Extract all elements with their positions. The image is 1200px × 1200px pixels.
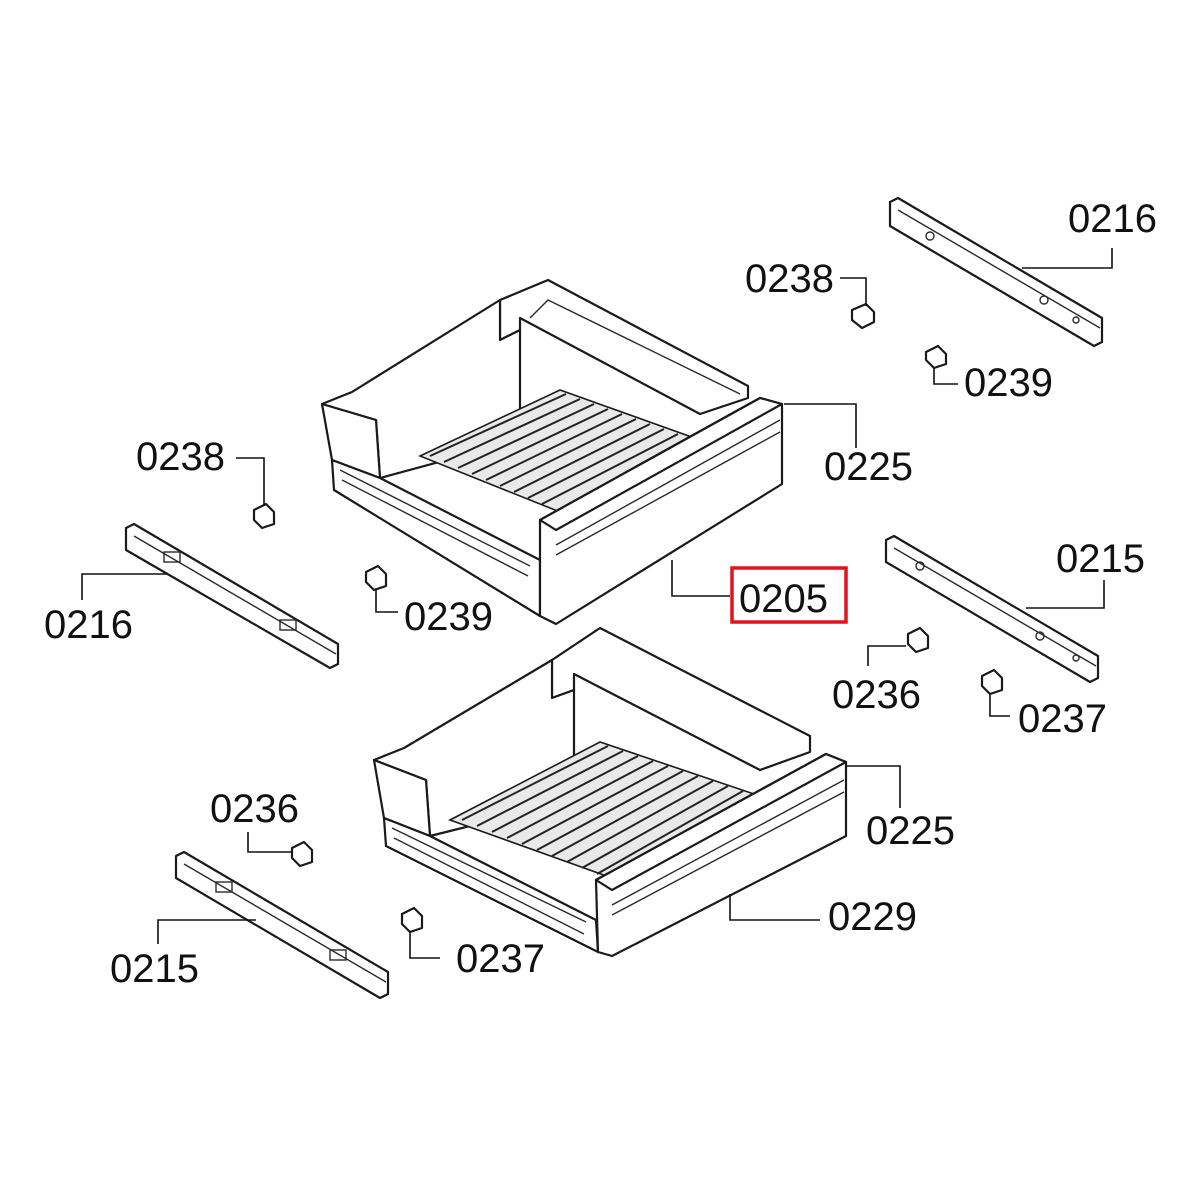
leader-lines bbox=[81, 248, 1113, 959]
label-0216-top-right[interactable]: 0216 bbox=[1068, 197, 1157, 241]
clip-0237-right[interactable] bbox=[980, 668, 1004, 696]
lower-drawer-floor-ribs bbox=[461, 745, 744, 875]
clip-0238-top[interactable] bbox=[850, 302, 876, 330]
label-0237-bottom[interactable]: 0237 bbox=[456, 937, 545, 981]
clip-0239-top[interactable] bbox=[924, 344, 948, 370]
label-0215-left[interactable]: 0215 bbox=[110, 947, 199, 991]
clip-0236-left[interactable] bbox=[290, 840, 314, 868]
label-0205-upper-drawer[interactable]: 0205 bbox=[739, 577, 828, 621]
rail-0215-right-lower[interactable] bbox=[884, 534, 1100, 684]
highlight-box-0205 bbox=[730, 566, 848, 624]
clip-0239-mid[interactable] bbox=[364, 564, 388, 592]
clip-0238-left[interactable] bbox=[252, 502, 276, 530]
rail-0216-left-upper[interactable] bbox=[124, 522, 340, 670]
label-0229-lower-drawer[interactable]: 0229 bbox=[828, 895, 917, 939]
upper-drawer[interactable] bbox=[320, 278, 784, 626]
label-0216-left[interactable]: 0216 bbox=[44, 603, 133, 647]
label-0215-right[interactable]: 0215 bbox=[1056, 537, 1145, 581]
label-0238-top[interactable]: 0238 bbox=[745, 257, 834, 301]
upper-drawer-floor-ribs bbox=[429, 393, 679, 505]
clip-0237-bottom[interactable] bbox=[400, 906, 424, 934]
rail-0215-left-lower[interactable] bbox=[174, 850, 390, 1000]
clip-0236-right[interactable] bbox=[906, 626, 930, 654]
label-0239-mid[interactable]: 0239 bbox=[404, 595, 493, 639]
label-0237-right[interactable]: 0237 bbox=[1018, 697, 1107, 741]
label-0225-lower[interactable]: 0225 bbox=[866, 809, 955, 853]
label-0236-right[interactable]: 0236 bbox=[832, 673, 921, 717]
lower-drawer[interactable] bbox=[372, 626, 848, 958]
label-0236-left[interactable]: 0236 bbox=[210, 787, 299, 831]
rail-0216-top-right[interactable] bbox=[888, 196, 1104, 348]
label-0238-left[interactable]: 0238 bbox=[136, 435, 225, 479]
label-0239-top[interactable]: 0239 bbox=[964, 361, 1053, 405]
label-0225-upper[interactable]: 0225 bbox=[824, 445, 913, 489]
